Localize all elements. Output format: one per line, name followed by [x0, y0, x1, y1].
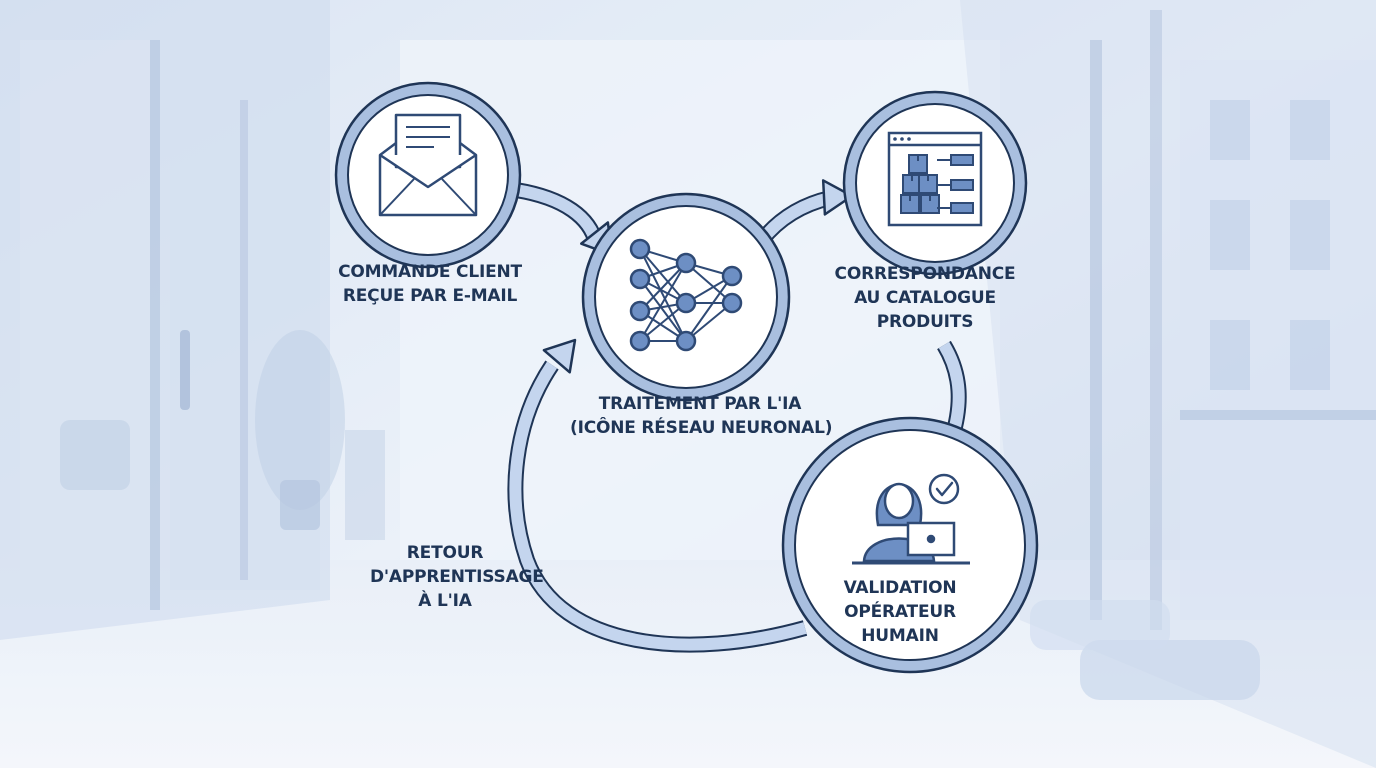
flow-arrows	[507, 179, 970, 653]
label-ai-step: TRAITEMENT PAR L'IA (ICÔNE RÉSEAU NEURON…	[570, 392, 833, 440]
catalog-icon	[887, 131, 983, 227]
label-line: RETOUR	[406, 543, 484, 563]
label-line: HUMAIN	[861, 626, 939, 646]
arrow-feedback-loop	[507, 338, 808, 653]
flow-nodes	[334, 81, 1039, 674]
label-line: D'APPRENTISSAGE	[370, 567, 544, 587]
neural-network-icon	[629, 238, 743, 352]
label-catalog-step: CORRESPONDANCE AU CATALOGUE PRODUITS	[830, 262, 1020, 334]
label-line: PRODUITS	[876, 312, 974, 332]
label-line: REÇUE PAR E-MAIL	[342, 286, 518, 306]
label-line: AU CATALOGUE	[854, 288, 996, 308]
label-feedback-loop: RETOUR D'APPRENTISSAGE À L'IA	[370, 541, 544, 613]
label-validation-step: VALIDATION OPÉRATEUR HUMAIN	[810, 576, 990, 648]
operator-icon	[852, 473, 970, 565]
label-line: (ICÔNE RÉSEAU NEURONAL)	[570, 418, 833, 438]
email-icon	[378, 113, 478, 217]
label-line: VALIDATION	[843, 578, 957, 598]
label-email-step: COMMANDE CLIENT REÇUE PAR E-MAIL	[330, 260, 530, 308]
label-line: OPÉRATEUR	[844, 602, 956, 622]
label-line: À L'IA	[418, 591, 472, 611]
label-line: TRAITEMENT PAR L'IA	[598, 394, 802, 414]
label-line: CORRESPONDANCE	[834, 264, 1016, 284]
checkmark-badge-icon	[928, 473, 960, 505]
label-line: COMMANDE CLIENT	[338, 262, 522, 282]
